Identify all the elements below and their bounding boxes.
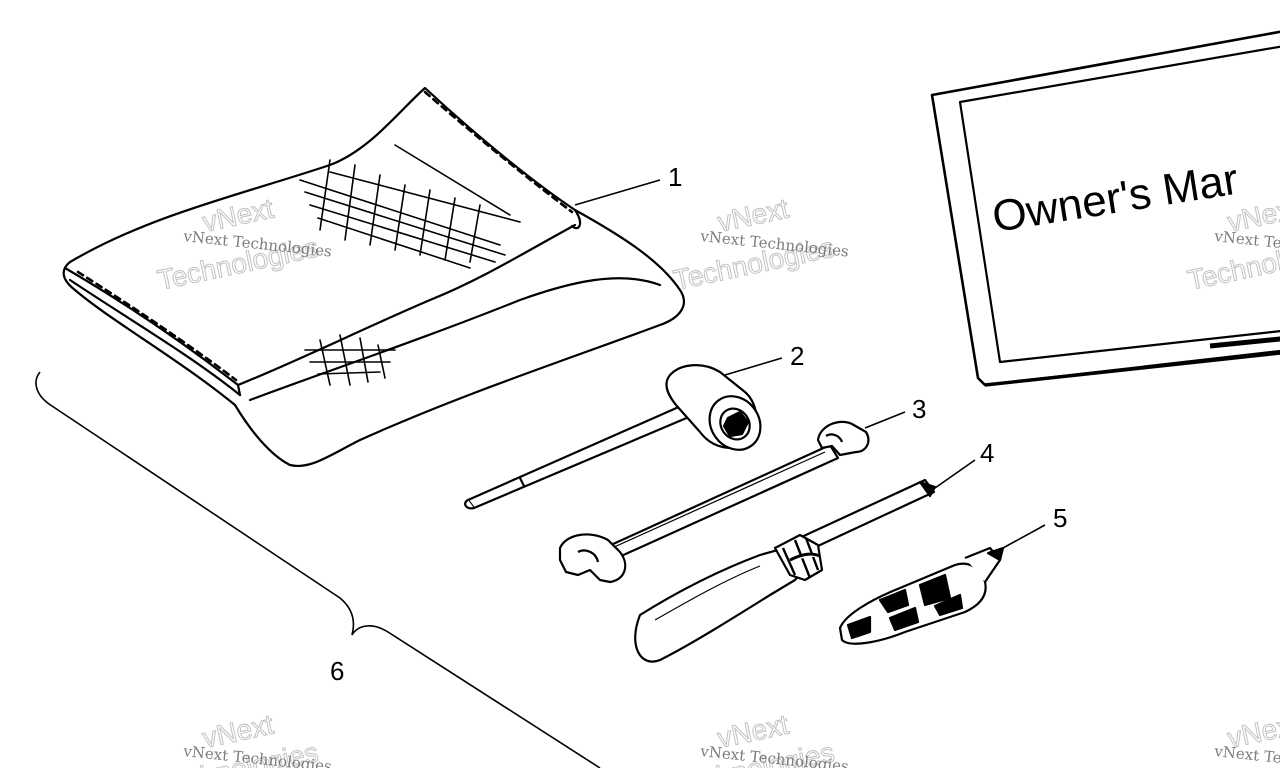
callout-1: 1 bbox=[668, 162, 682, 192]
leader-5 bbox=[1002, 524, 1046, 549]
socket-wrench bbox=[464, 364, 762, 510]
leader-1 bbox=[574, 179, 661, 206]
callout-2: 2 bbox=[790, 341, 804, 371]
callout-labels: 1 2 3 4 5 6 bbox=[330, 162, 1067, 686]
watermark-bottom-right: vNext vNext Technologies bbox=[1213, 708, 1280, 768]
spanner-wrench bbox=[558, 420, 870, 584]
watermark-bottom-center: vNext Technologies vNext Technologies bbox=[670, 708, 849, 768]
callout-5: 5 bbox=[1053, 503, 1067, 533]
watermark-top-center: vNext Technologies vNext Technologies bbox=[670, 192, 849, 296]
svg-text:vNext Technologies: vNext Technologies bbox=[1213, 742, 1280, 768]
callout-4: 4 bbox=[980, 438, 994, 468]
leader-3 bbox=[864, 411, 906, 429]
callout-6: 6 bbox=[330, 656, 344, 686]
tool-pouch bbox=[62, 86, 685, 468]
watermark-bottom-left: vNext Technologies vNext Technologies bbox=[154, 708, 332, 768]
callout-3: 3 bbox=[912, 394, 926, 424]
spark-plug bbox=[838, 546, 1005, 645]
leader-4 bbox=[934, 459, 976, 489]
leader-2 bbox=[724, 357, 783, 376]
screwdriver bbox=[634, 478, 937, 663]
kit-bracket bbox=[35, 371, 601, 768]
owners-manual bbox=[930, 30, 1280, 387]
callout-leaders bbox=[574, 179, 1046, 549]
